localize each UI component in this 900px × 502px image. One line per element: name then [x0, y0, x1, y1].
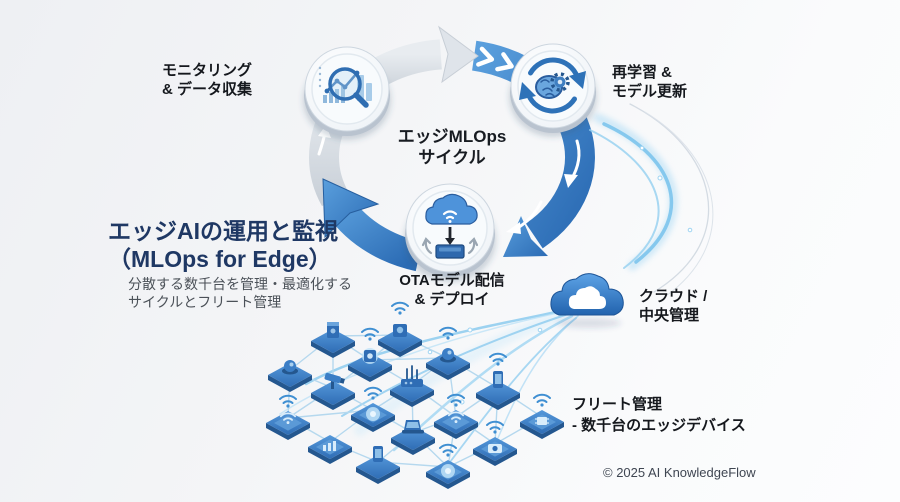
white-arrow-icon — [506, 200, 543, 234]
subtitle-line1: 分散する数千台を管理・最適化する — [128, 276, 352, 292]
camera-tile-icon — [473, 420, 517, 466]
glow-tile-icon — [426, 443, 470, 489]
dome-camera-icon — [426, 326, 470, 380]
fleet-label-line2: - 数千台のエッジデバイス — [572, 417, 746, 434]
magnifier-chart-icon — [318, 66, 372, 108]
wifi-tile-icon — [434, 393, 478, 439]
ota-label: OTAモデル配信 & デプロイ — [372, 271, 532, 309]
laptop-icon — [391, 420, 435, 455]
monitoring-label: モニタリング & データ収集 — [132, 61, 282, 99]
box-device-icon — [311, 322, 355, 358]
chevron-icon — [476, 46, 495, 67]
router-icon — [390, 365, 434, 407]
ota-node — [404, 183, 496, 282]
chip-tile-icon — [520, 393, 564, 439]
white-arrow-icon — [564, 139, 581, 188]
cycle-center-line2: サイクル — [418, 148, 486, 167]
blue-arrowhead-icon — [322, 178, 380, 239]
retrain-label: 再学習 & モデル更新 — [612, 63, 742, 101]
sensor-icon — [348, 327, 392, 382]
retrain-label-line1: 再学習 & — [612, 64, 673, 81]
monitoring-node — [303, 46, 391, 140]
page-subtitle: 分散する数千台を管理・最適化する サイクルとフリート管理 — [128, 275, 408, 311]
fleet-label: フリート管理 - 数千台のエッジデバイス — [572, 394, 792, 436]
cloud-label-line2: 中央管理 — [639, 307, 700, 324]
monitoring-label-line1: モニタリング — [161, 62, 252, 79]
cloud-label-line1: クラウド / — [639, 288, 708, 305]
blue-band-arrowhead-icon — [503, 216, 548, 257]
chevron-icon — [495, 52, 514, 72]
ota-label-line2: & デプロイ — [414, 291, 490, 308]
brain-gear-refresh-icon — [519, 57, 586, 114]
monitoring-label-line2: & データ収集 — [161, 81, 252, 98]
cloud-download-device-icon — [421, 193, 479, 259]
phone-icon — [356, 446, 400, 484]
dome-camera-icon — [268, 360, 312, 392]
fleet-label-line1: フリート管理 — [572, 396, 663, 413]
bars-tile-icon — [308, 435, 352, 464]
fleet-device-mesh — [266, 301, 564, 489]
subtitle-line2: サイクルとフリート管理 — [128, 294, 282, 310]
retrain-node — [509, 43, 597, 137]
cctv-camera-icon — [311, 372, 355, 410]
retrain-label-line2: モデル更新 — [612, 83, 688, 100]
page-title: エッジAIの運用と監視 （MLOps for Edge） — [108, 217, 408, 273]
ota-label-line1: OTAモデル配信 — [399, 272, 505, 289]
cloud-icon — [550, 273, 624, 328]
title-line2: （MLOps for Edge） — [108, 246, 332, 272]
phone-icon — [476, 352, 520, 410]
cycle-center-line1: エッジMLOps — [397, 127, 507, 146]
cloud-label: クラウド / 中央管理 — [639, 287, 769, 325]
sensor-icon — [378, 301, 422, 357]
title-line1: エッジAIの運用と監視 — [108, 218, 338, 244]
cycle-center-label: エッジMLOps サイクル — [377, 126, 527, 168]
glow-tile-icon — [351, 386, 395, 432]
copyright-text: © 2025 AI KnowledgeFlow — [603, 465, 756, 480]
gray-arrowhead-icon — [438, 25, 479, 84]
